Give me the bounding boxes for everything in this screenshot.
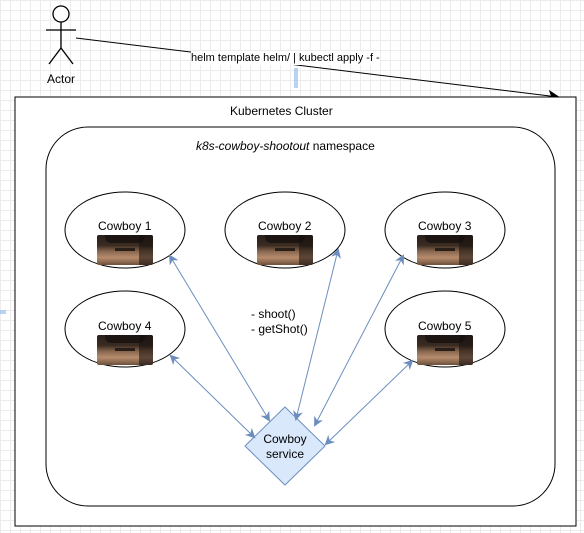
cowboy-portrait bbox=[417, 235, 473, 265]
namespace-name: k8s-cowboy-shootout bbox=[196, 139, 310, 153]
cowboy-label: Cowboy 5 bbox=[418, 319, 472, 333]
cowboy-portrait bbox=[97, 235, 153, 265]
cowboy-label: Cowboy 2 bbox=[258, 219, 312, 233]
cluster-title: Kubernetes Cluster bbox=[230, 104, 333, 118]
cowboy-node[interactable] bbox=[64, 191, 186, 269]
command-label[interactable]: helm template helm/ | kubectl apply -f - bbox=[191, 51, 380, 65]
command-arrow[interactable] bbox=[75, 37, 560, 102]
namespace-suffix: namespace bbox=[309, 139, 375, 153]
cowboy-label: Cowboy 1 bbox=[98, 219, 152, 233]
connector-arrow[interactable] bbox=[324, 359, 414, 446]
method-shoot: - shoot() bbox=[251, 307, 296, 321]
selection-handle bbox=[294, 68, 298, 88]
cowboy-label: Cowboy 3 bbox=[418, 219, 472, 233]
cowboy-portrait bbox=[97, 335, 153, 365]
namespace-title: k8s-cowboy-shootout namespace bbox=[196, 139, 375, 153]
actor-label: Actor bbox=[47, 72, 76, 86]
service-label-line1: Cowboy bbox=[263, 432, 307, 446]
cowboy-portrait bbox=[257, 235, 313, 265]
service-label-line2: service bbox=[265, 447, 304, 461]
selection-handle bbox=[0, 310, 6, 314]
cowboy-label: Cowboy 4 bbox=[98, 319, 152, 333]
cowboy-portrait bbox=[417, 335, 473, 365]
connector-arrow[interactable] bbox=[169, 354, 256, 439]
method-getshot: - getShot() bbox=[251, 322, 308, 336]
cowboy-node[interactable] bbox=[384, 191, 506, 269]
stick-figure-icon[interactable] bbox=[46, 5, 76, 65]
cowboy-service-diamond[interactable] bbox=[244, 406, 326, 486]
